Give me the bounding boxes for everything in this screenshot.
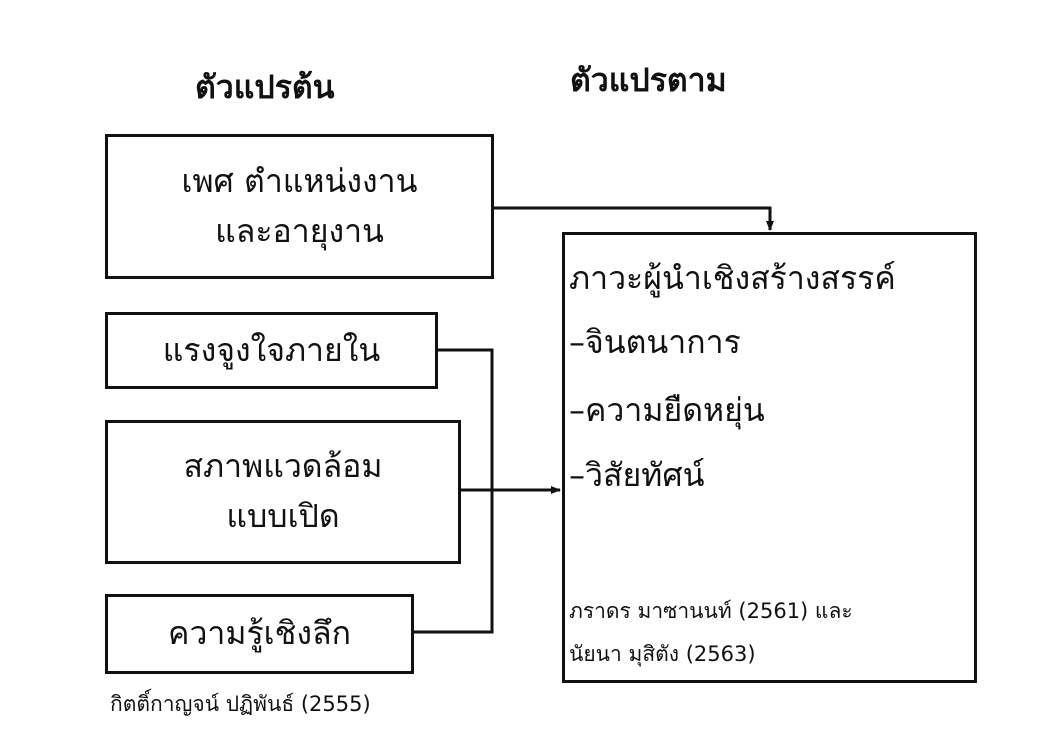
- arrow-demographics-to-leadership: [493, 206, 774, 231]
- leadership-item: –จินตนาการ: [569, 323, 741, 361]
- box-line: แบบเปิด: [226, 497, 340, 535]
- box-creative-leadership: ภาวะผู้นำเชิงสร้างสรรค์ –จินตนาการ –ความ…: [562, 232, 977, 683]
- leadership-title: ภาวะผู้นำเชิงสร้างสรรค์: [569, 259, 896, 297]
- box-line: ความรู้เชิงลึก: [168, 614, 351, 653]
- box-line: แรงจูงใจภายใน: [162, 330, 381, 369]
- dependent-citation-line: ภราดร มาซานนท์ (2561) และ: [569, 599, 853, 623]
- leadership-item: –วิสัยทัศน์: [569, 456, 705, 494]
- independent-citation: กิตติ์กาญจน์ ปฏิพันธ์ (2555): [110, 692, 371, 716]
- dependent-variable-heading: ตัวแปรตาม: [570, 61, 727, 99]
- independent-variable-heading: ตัวแปรต้น: [195, 68, 335, 106]
- box-open-environment: สภาพแวดล้อม แบบเปิด: [105, 420, 461, 564]
- box-line: และอายุงาน: [215, 211, 384, 250]
- dependent-citation-line: นัยนา มุสิตัง (2563): [569, 642, 756, 666]
- box-demographics: เพศ ตำแหน่งงาน และอายุงาน: [105, 134, 494, 279]
- leadership-item: –ความยืดหยุ่น: [569, 391, 765, 429]
- box-deep-knowledge: ความรู้เชิงลึก: [105, 594, 414, 674]
- box-intrinsic-motivation: แรงจูงใจภายใน: [105, 312, 438, 389]
- box-line: สภาพแวดล้อม: [183, 447, 383, 486]
- box-line: เพศ ตำแหน่งงาน: [181, 161, 418, 200]
